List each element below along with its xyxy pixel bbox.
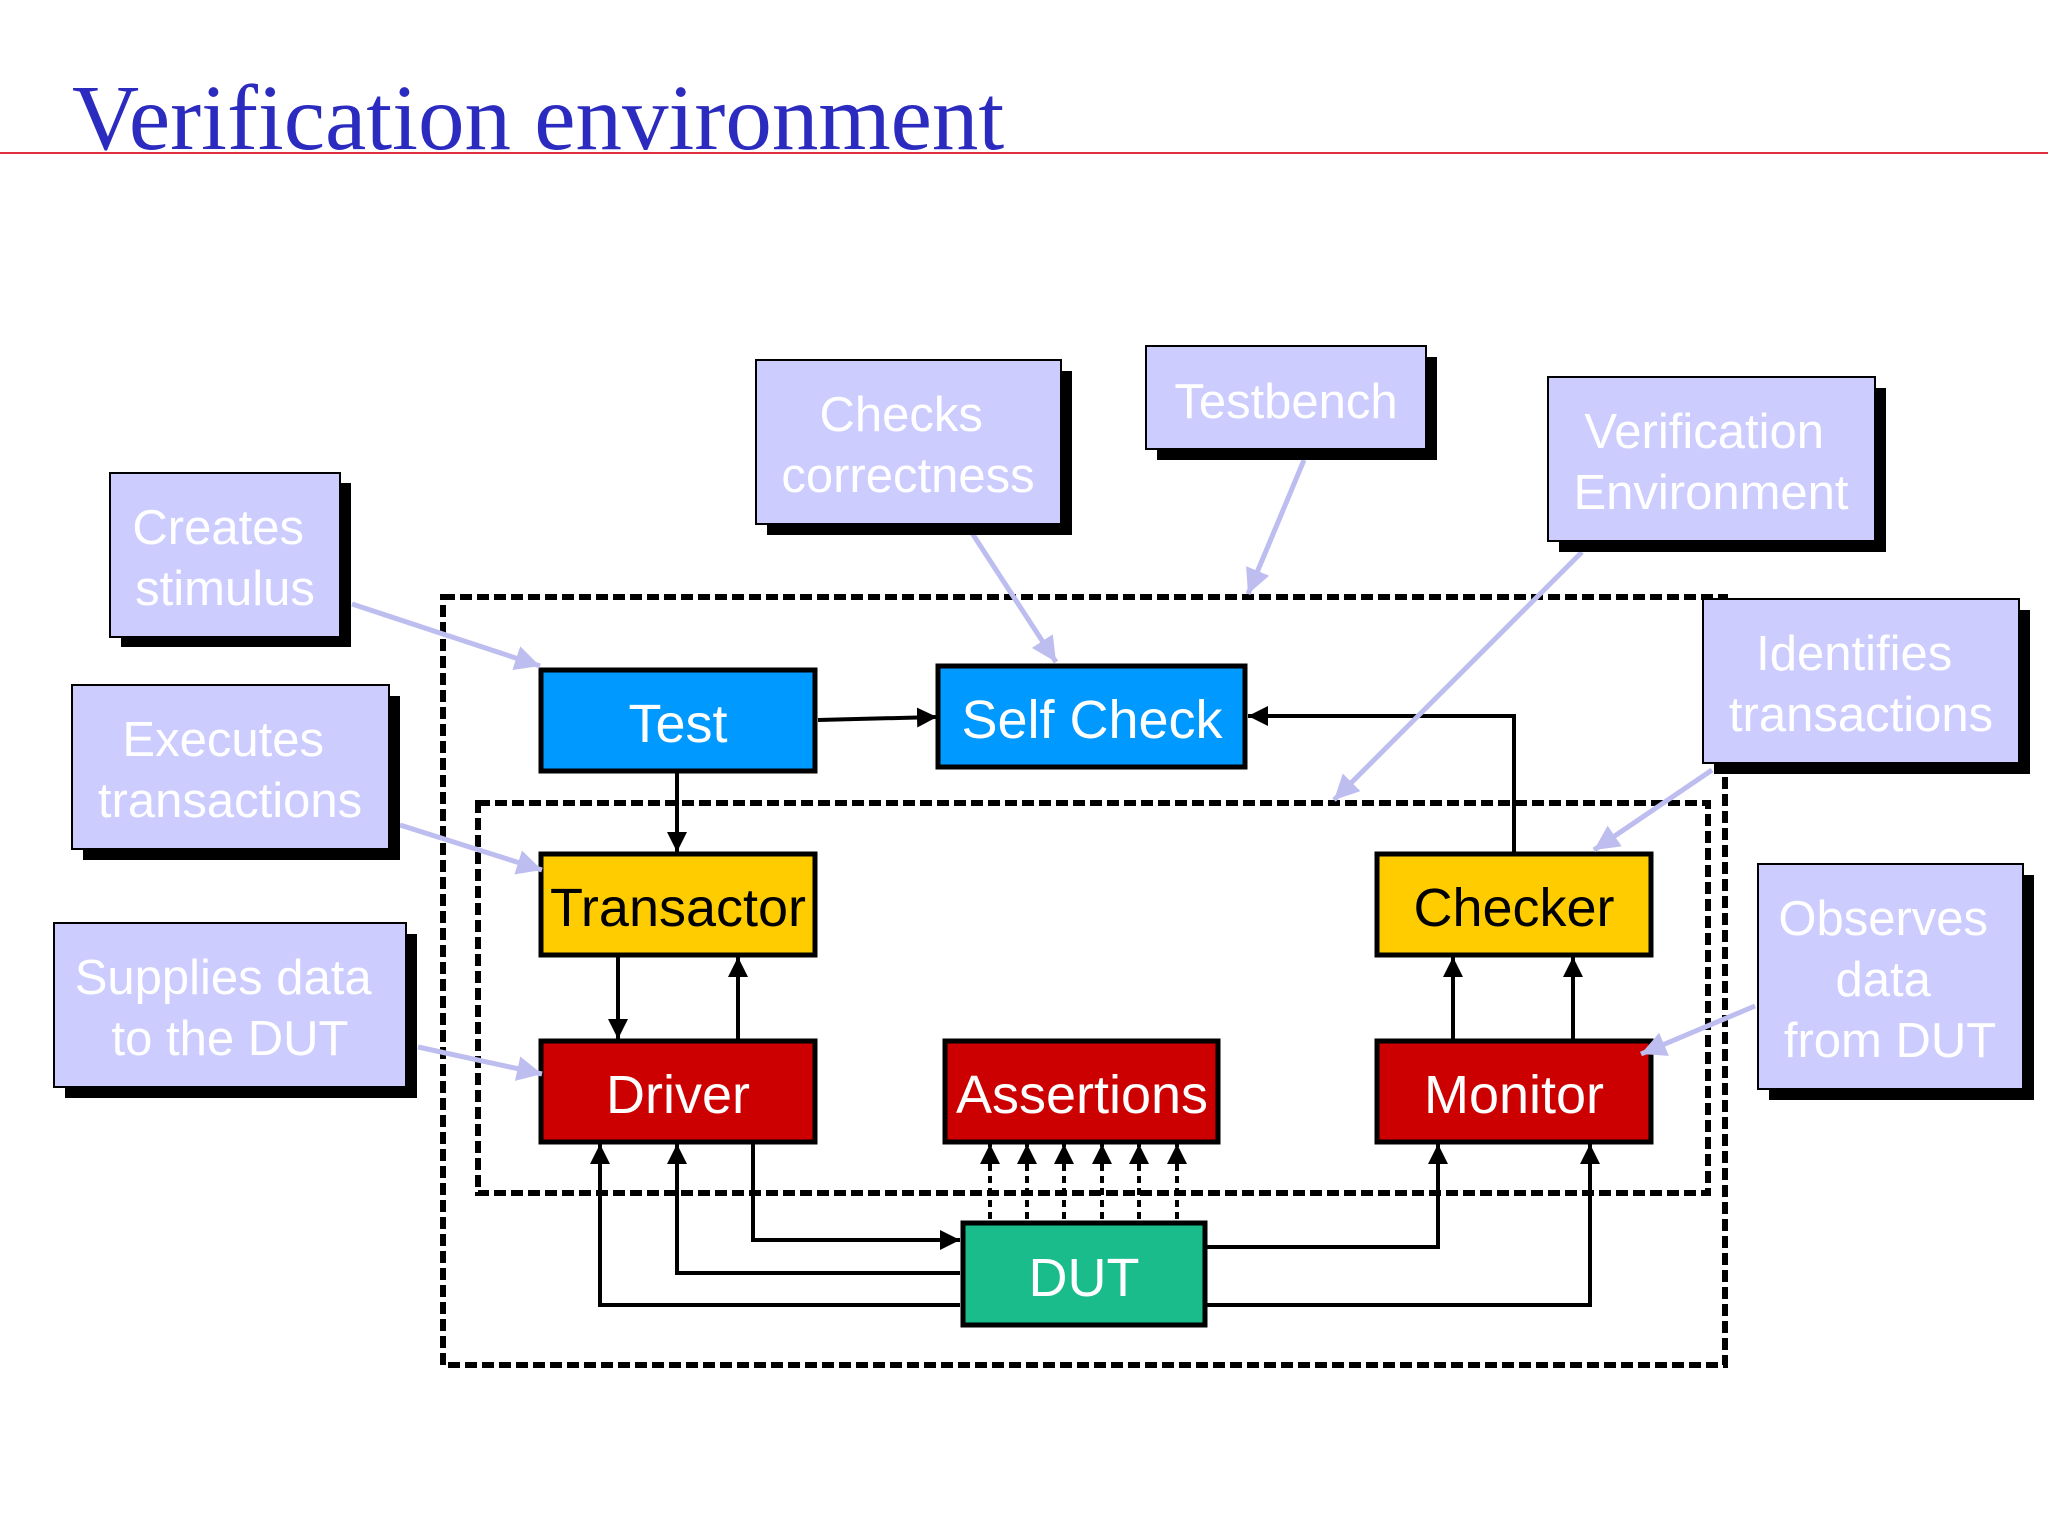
dut-to-monitor-arrow-2 [1205,1144,1600,1307]
creates-stimulus-pointer [351,601,541,671]
callout-box [755,359,1062,525]
callout-line: correctness [781,449,1034,503]
callout-box [53,922,407,1088]
test-label: Test [628,694,727,754]
testbench-boundary [440,594,1728,1368]
assertions-label: Assertions [956,1065,1208,1125]
test-block: Test [538,667,818,774]
identifies-transactions-pointer [1592,767,1714,853]
dut-to-monitor-arrow-1 [1205,1144,1448,1249]
monitor-block-box [1374,1038,1654,1145]
self-check-label: Self Check [961,690,1223,750]
driver-to-dut-arrow-1 [751,1144,960,1250]
checker-block: Checker [1374,851,1654,958]
observes-data-callout: Observes data from DUT [1757,863,2034,1100]
callout-line: Creates [132,501,304,555]
testbench-callout: Testbench [1145,345,1437,460]
checker-to-self-check-arrow [1248,706,1516,852]
observes-data-pointer [1640,1003,1756,1057]
callout-line: Checks [819,388,982,442]
creates-stimulus-callout: Creates stimulus [109,472,351,647]
transactor-block: Transactor [538,851,818,958]
verification-environment-boundary [475,800,1711,1196]
callout-box [1145,345,1427,450]
verification-environment-pointer [1332,550,1584,802]
callout-line: Verification [1584,405,1824,459]
dut-label: DUT [1029,1248,1140,1308]
checks-correctness-callout: Checks correctness [755,359,1072,535]
callout-line: transactions [98,774,362,828]
transactor-label: Transactor [550,878,806,938]
assertions-block-box [942,1038,1221,1145]
monitor-label: Monitor [1424,1065,1604,1125]
callout-line: stimulus [135,562,315,616]
checker-label: Checker [1413,878,1614,938]
testbench-text: Testbench [1174,375,1397,429]
dut-block-box [960,1220,1208,1328]
executes-transactions-text: Executes transactions [98,713,362,828]
title-rule [0,152,2048,154]
supplies-data-pointer [417,1044,543,1081]
supplies-data-callout: Supplies data to the DUT [53,922,417,1098]
executes-transactions-pointer [399,822,543,875]
callout-box [1757,863,2024,1090]
driver-block: Driver [538,1038,818,1145]
transactor-block-box [538,851,818,958]
monitor-block: Monitor [1374,1038,1654,1145]
identifies-transactions-callout: Identifies transactions [1702,598,2030,774]
callout-line: Identifies [1756,627,1952,681]
callout-line: to the DUT [112,1012,349,1066]
supplies-data-text: Supplies data to the DUT [75,951,386,1066]
callout-box [1547,376,1876,542]
callout-line: transactions [1729,688,1993,742]
callout-box [1702,598,2020,764]
test-block-box [538,667,818,774]
callout-line: from DUT [1784,1014,1996,1068]
testbench-pointer [1245,459,1307,595]
self-check-block: Self Check [935,663,1248,770]
callout-line: Observes [1778,892,1988,946]
callout-line: Testbench [1174,375,1397,429]
driver-label: Driver [606,1065,750,1125]
dut-block: DUT [960,1220,1208,1328]
checks-correctness-pointer [967,528,1059,664]
verification-environment-callout: Verification Environment [1547,376,1886,552]
dut-to-driver-arrow-2 [590,1144,960,1307]
test-to-self-check-arrow [817,707,938,728]
checker-block-box [1374,851,1654,958]
self-check-block-box [935,663,1248,770]
creates-stimulus-text: Creates stimulus [132,501,317,616]
callout-box [71,684,390,850]
callout-line: Executes [122,713,324,767]
checks-correctness-text: Checks correctness [781,388,1034,503]
callout-box [109,472,341,638]
verification-environment-text: Verification Environment [1573,405,1848,520]
slide-title: Verification environment [72,67,1005,170]
executes-transactions-callout: Executes transactions [71,684,400,860]
callout-line: data [1836,953,1932,1007]
assertions-block: Assertions [942,1038,1221,1145]
callout-line: Supplies data [75,951,373,1005]
driver-block-box [538,1038,818,1145]
observes-data-text: Observes data from DUT [1778,892,2001,1068]
identifies-transactions-text: Identifies transactions [1729,627,1993,742]
callout-line: Environment [1573,466,1848,520]
dut-to-driver-arrow-1 [667,1144,960,1275]
